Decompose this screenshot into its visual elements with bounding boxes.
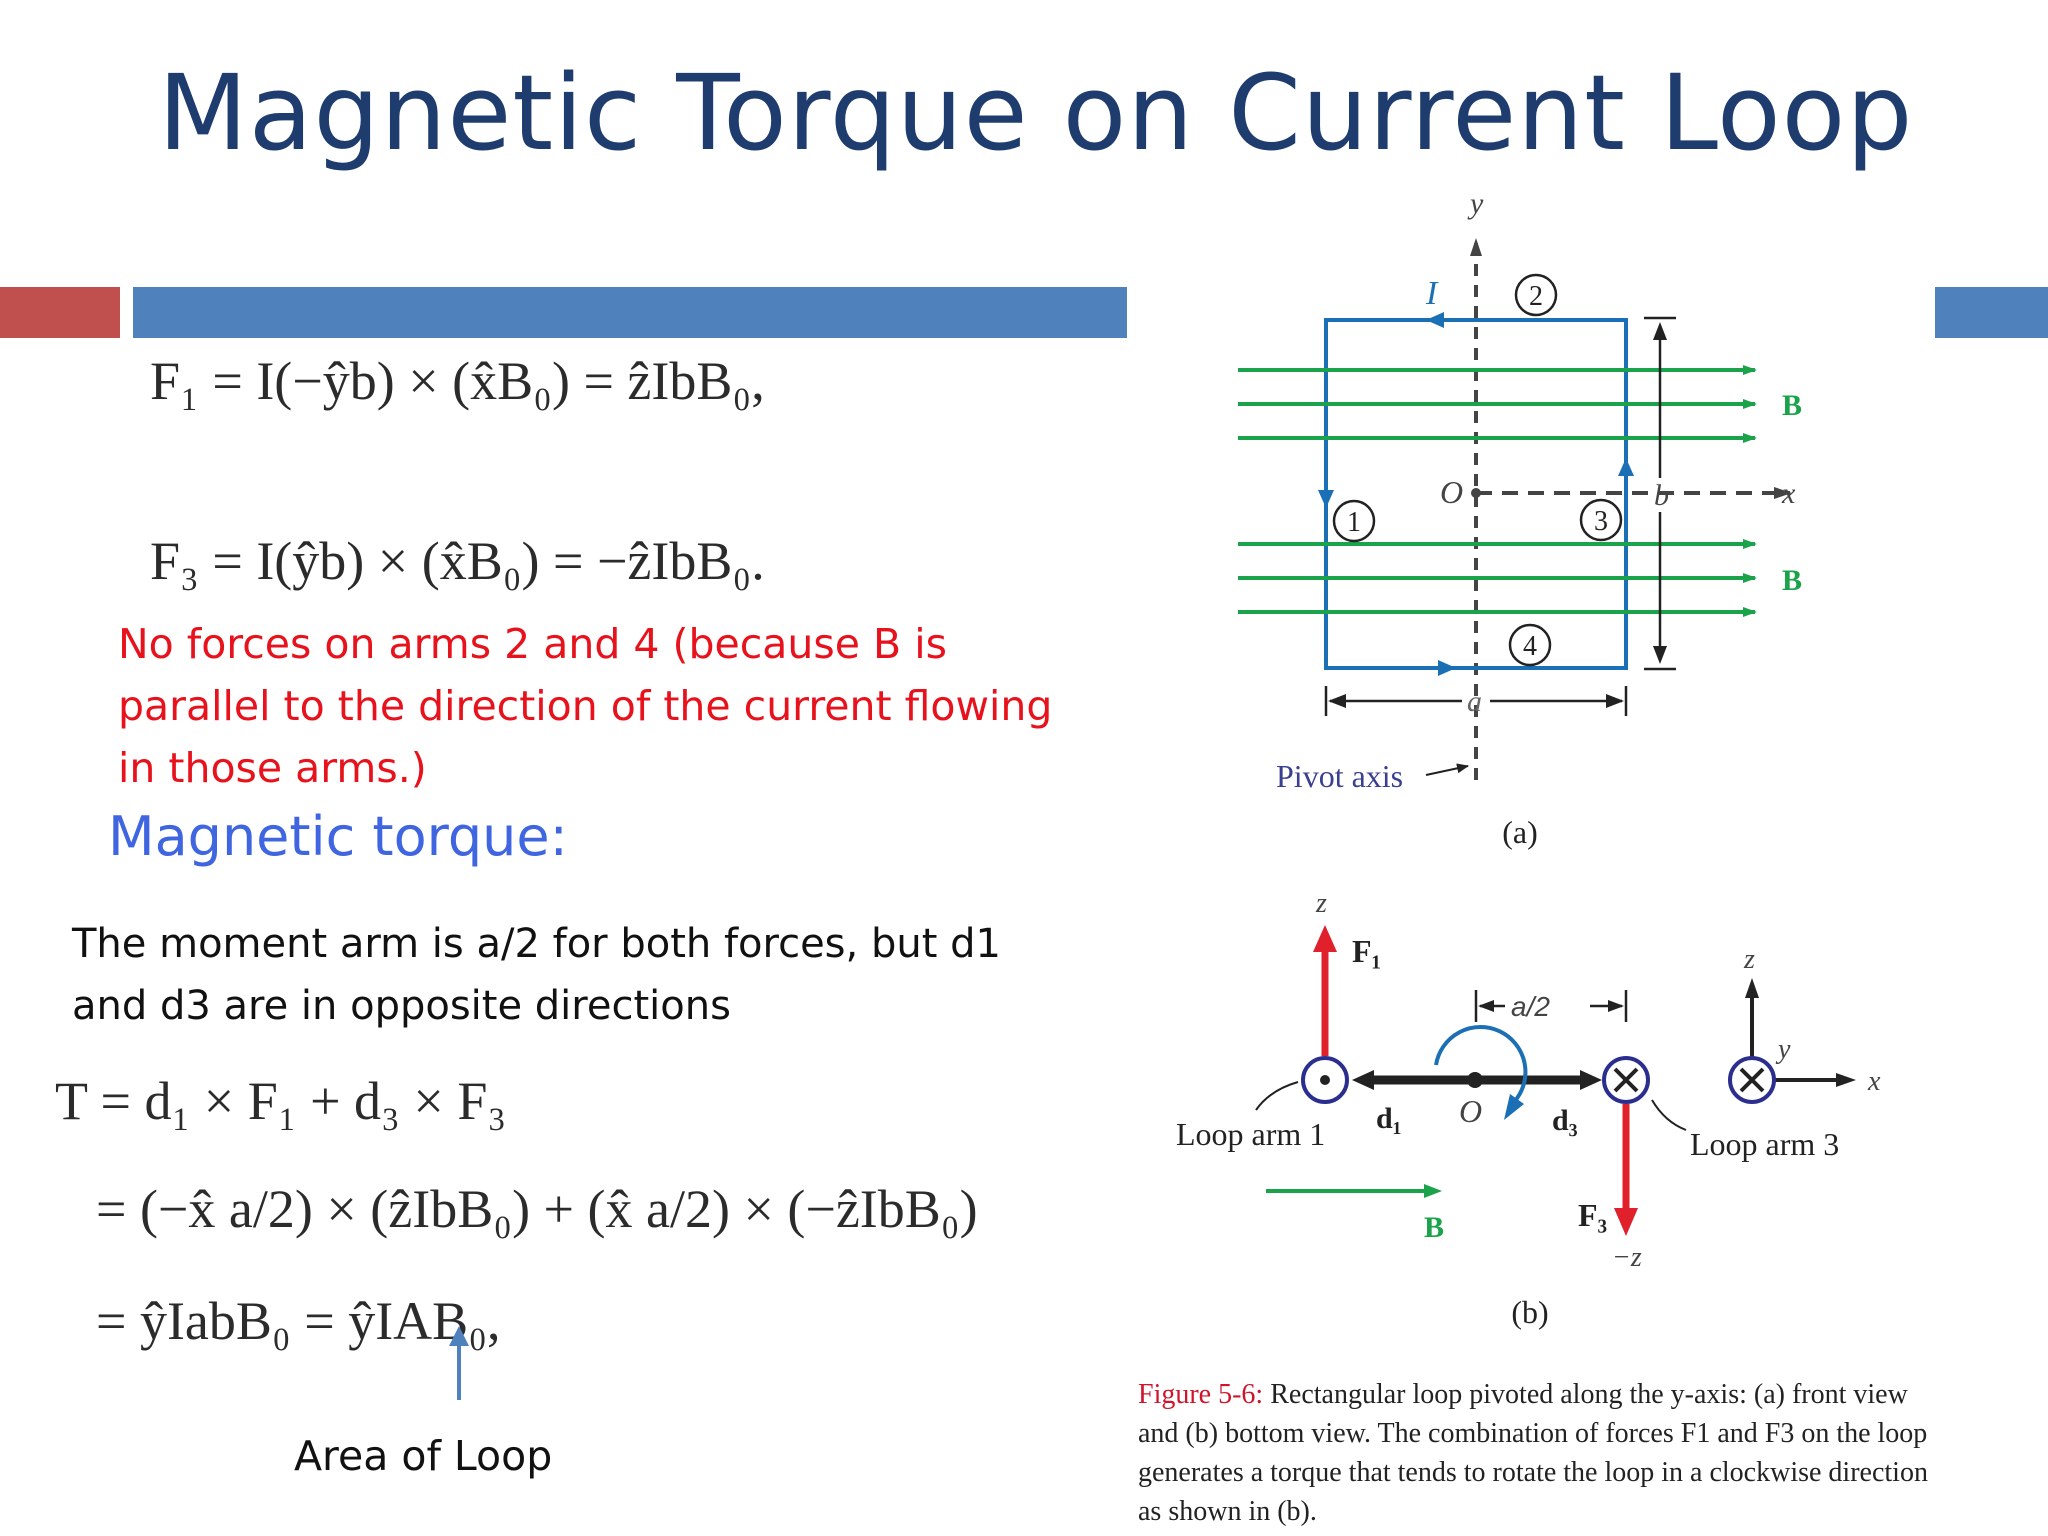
equation-f3: F₃ = I(ŷb) × (x̂B₀) = −ẑIbB₀.	[150, 531, 765, 591]
moment-arm-text: The moment arm is a/2 for both forces, b…	[72, 921, 1001, 1029]
arm-1-marker	[1332, 499, 1376, 543]
area-arrow-head	[449, 1326, 469, 1346]
pivot-axis-label: Pivot axis	[1276, 758, 1403, 794]
half-a-arrow-left	[1478, 1000, 1494, 1012]
figure-caption: Figure 5-6: Rectangular loop pivoted alo…	[1138, 1375, 1928, 1531]
rotation-arc	[1434, 1025, 1528, 1104]
loop-arm-3-label: Loop arm 3	[1690, 1126, 1839, 1162]
loop-arm-1-label: Loop arm 1	[1176, 1116, 1325, 1152]
d1-label: d₁	[1376, 1102, 1402, 1135]
current-out-dot	[1320, 1075, 1330, 1085]
axes-z-head	[1745, 978, 1759, 998]
b-label-b: B	[1424, 1211, 1444, 1244]
current-arrow-top	[1426, 312, 1444, 328]
arm-4-label: 4	[1523, 631, 1537, 662]
origin-point	[1471, 488, 1481, 498]
dim-a-arrow-right	[1606, 694, 1624, 708]
b-label-top: B	[1782, 389, 1802, 422]
torque-equation-line1: T = d₁ × F₁ + d₃ × F₃	[55, 1071, 507, 1131]
axes-y-cross	[1739, 1067, 1765, 1093]
rotation-arrow-head	[1504, 1094, 1524, 1120]
dim-b-label: b	[1654, 479, 1669, 512]
d1-arrow-head	[1352, 1070, 1374, 1090]
pivot-point	[1467, 1072, 1483, 1088]
caption-text: Rectangular loop pivoted along the y-axi…	[1138, 1379, 1928, 1527]
accent-bar-blue	[133, 287, 1127, 338]
no-force-note: No forces on arms 2 and 4 (because B is …	[118, 620, 1053, 792]
caption-label: Figure 5-6:	[1138, 1379, 1264, 1410]
arm-3-marker	[1579, 498, 1623, 542]
area-of-loop-label: Area of Loop	[294, 1432, 553, 1480]
current-arrow-bottom	[1438, 660, 1456, 676]
slide-title: Magnetic Torque on Current Loop	[158, 52, 1914, 174]
half-a-label: a/2	[1511, 991, 1550, 1022]
b-label-bottom: B	[1782, 564, 1802, 597]
b-field-arrow-b-head	[1424, 1184, 1442, 1198]
half-a-arrow-right	[1608, 1000, 1624, 1012]
current-arrow-left	[1318, 490, 1334, 508]
dim-b-arrow-top	[1653, 322, 1667, 340]
loop-arm-3-pointer	[1651, 1099, 1687, 1131]
accent-bar-red	[0, 287, 120, 338]
arm-1-label: 1	[1347, 507, 1361, 538]
force-f3-head	[1614, 1208, 1638, 1236]
arm-4-marker	[1508, 623, 1552, 667]
current-label: I	[1425, 275, 1439, 312]
force-f1-head	[1313, 925, 1337, 952]
axes-x-label: x	[1867, 1066, 1881, 1097]
d3-label: d₃	[1552, 1104, 1578, 1137]
arm-2-label: 2	[1529, 281, 1543, 312]
current-arrow-right	[1618, 458, 1634, 476]
dim-b-arrow-bottom	[1653, 646, 1667, 664]
torque-equation-line3: = ŷIabB₀ = ŷIAB₀,	[96, 1291, 501, 1351]
force-f1-label: F₁	[1352, 933, 1381, 969]
figure-b-sublabel: (b)	[1511, 1294, 1548, 1330]
axes-y-label: y	[1775, 1034, 1791, 1065]
pivot-axis-pointer	[1425, 763, 1469, 776]
torque-equation-line2: = (−x̂ a/2) × (ẑIbB₀) + (x̂ a/2) × (−ẑIb…	[96, 1179, 978, 1239]
origin-label: O	[1440, 474, 1463, 510]
neg-z-label: −z	[1612, 1242, 1642, 1273]
d3-arrow-head	[1580, 1070, 1602, 1090]
axes-z-label: z	[1743, 944, 1755, 975]
arm-3-label: 3	[1594, 506, 1608, 537]
figure-a-sublabel: (a)	[1502, 814, 1538, 850]
loop-arm-1-pointer	[1255, 1081, 1299, 1111]
force-f3-label: F₃	[1578, 1197, 1607, 1233]
axes-x-head	[1836, 1073, 1856, 1087]
origin-label-b: O	[1459, 1093, 1482, 1129]
x-axis-label: x	[1781, 477, 1796, 510]
dim-a-label: a	[1467, 685, 1482, 718]
z-axis-label: z	[1315, 888, 1327, 919]
y-axis-label: y	[1467, 187, 1484, 220]
accent-bar-blue-right	[1935, 287, 2048, 338]
equation-f1: F₁ = I(−ŷb) × (x̂B₀) = ẑIbB₀,	[150, 351, 765, 411]
torque-heading: Magnetic torque:	[108, 805, 568, 868]
current-in-cross	[1613, 1067, 1639, 1093]
dim-a-arrow-left	[1328, 694, 1346, 708]
arm-2-marker	[1514, 273, 1558, 317]
